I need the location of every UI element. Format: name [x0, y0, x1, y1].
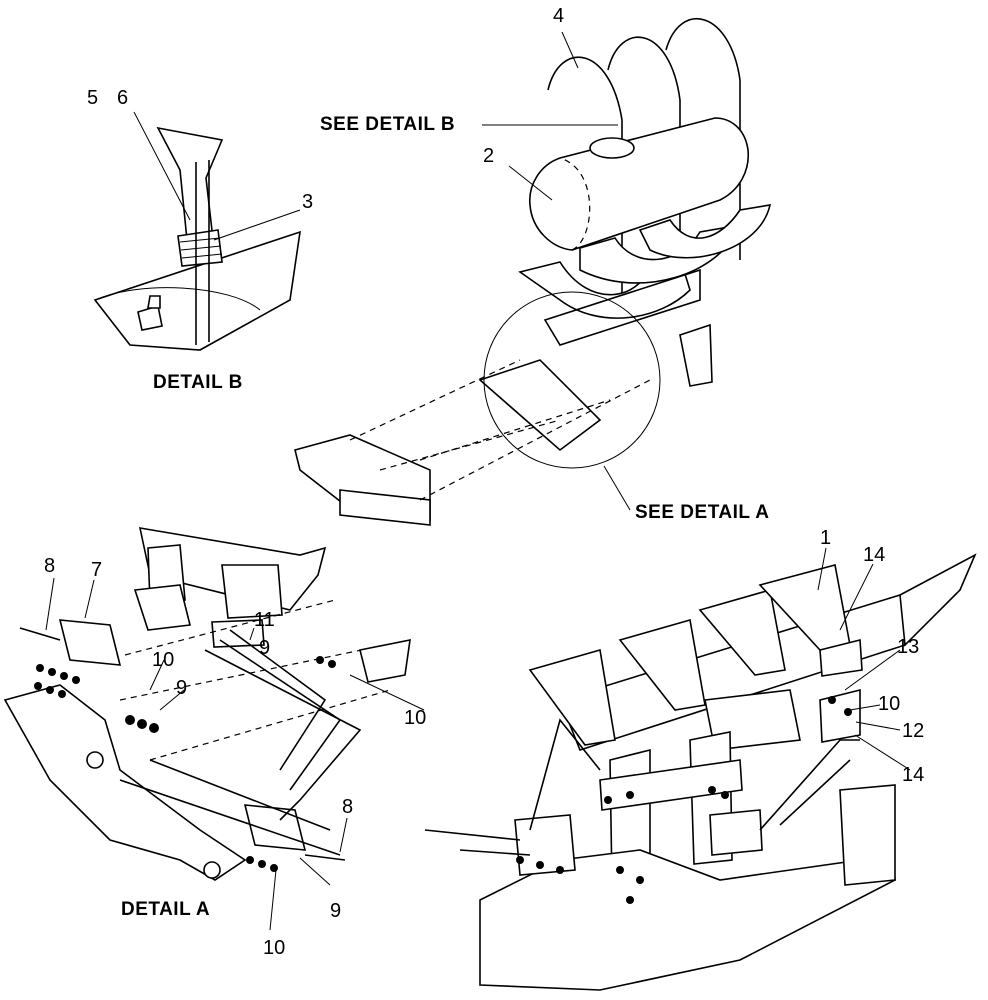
- callout-9-top: 9: [259, 637, 271, 659]
- callout-10-bottom: 10: [263, 937, 286, 959]
- mounting-assembly-view: [424, 547, 977, 991]
- callout-8-top: 8: [44, 555, 56, 577]
- callout-8-bottom: 8: [342, 796, 354, 818]
- detail-a-view: [3, 527, 425, 931]
- callout-10-left: 10: [152, 649, 175, 671]
- tank-assembly-view: [294, 17, 772, 526]
- callout-7: 7: [91, 559, 103, 581]
- callout-13: 13: [897, 636, 920, 658]
- detail-b-view: [93, 111, 301, 351]
- detail-b-caption: DETAIL B: [153, 372, 243, 393]
- callout-14-top: 14: [863, 544, 886, 566]
- callout-6: 6: [117, 87, 129, 109]
- see-detail-a-caption: SEE DETAIL A: [635, 502, 770, 523]
- callout-9-mid: 9: [176, 677, 188, 699]
- callout-5: 5: [87, 87, 99, 109]
- callout-10-mid: 10: [404, 707, 427, 729]
- callout-3: 3: [302, 191, 314, 213]
- callout-2: 2: [483, 145, 495, 167]
- detail-a-caption: DETAIL A: [121, 899, 211, 920]
- callout-4: 4: [553, 5, 565, 27]
- callout-14-bottom: 14: [902, 764, 925, 786]
- callout-10-right: 10: [878, 693, 901, 715]
- callout-11: 11: [254, 609, 275, 631]
- see-detail-b-caption: SEE DETAIL B: [320, 114, 456, 135]
- callout-1: 1: [820, 527, 832, 549]
- callout-12: 12: [902, 720, 925, 742]
- callout-9-bottom: 9: [330, 900, 342, 922]
